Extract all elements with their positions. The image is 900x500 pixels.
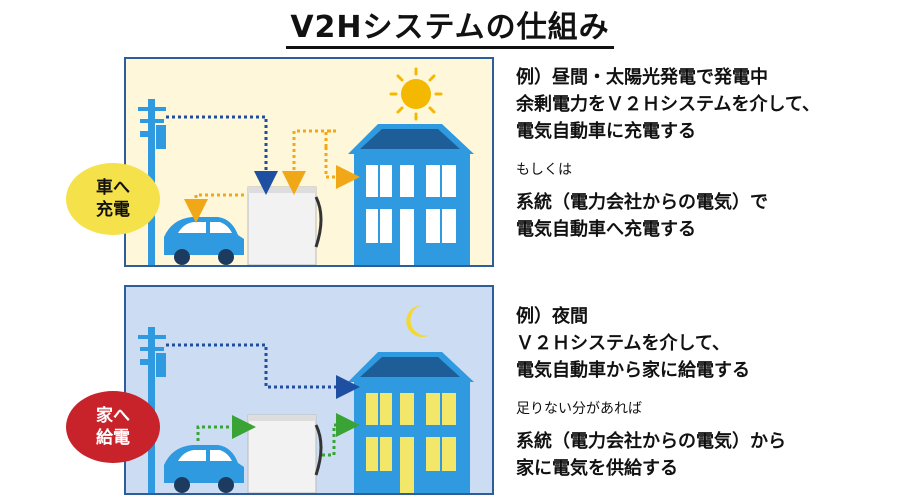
unit-to-car-arrow — [184, 193, 244, 223]
grid-to-house-arrow — [166, 343, 360, 399]
night-grid-description: 系統（電力会社からの電気）から 家に電気を供給する — [516, 431, 786, 479]
night-diagram-panel — [124, 285, 494, 495]
day-description: 例）昼間・太陽光発電で発電中 余剰電力をＶ２Ｈシステムを介して、 電気自動車に充… — [516, 67, 821, 142]
night-alternative-label: 足りない分があれば — [516, 401, 642, 417]
day-diagram-panel — [124, 57, 494, 267]
night-description: 例）夜間 Ｖ２Ｈシステムを介して、 電気自動車から家に給電する — [516, 306, 750, 381]
electric-car-icon — [164, 445, 244, 493]
page-title: V2Hシステムの仕組み — [0, 2, 900, 49]
grid-arrow — [166, 115, 278, 195]
moon-icon — [406, 305, 430, 337]
house-icon — [348, 124, 474, 265]
day-alternative-label: もしくは — [516, 162, 572, 178]
car-to-unit-arrow — [196, 415, 256, 441]
solar-to-house-arrow — [324, 147, 360, 189]
v2h-unit-icon — [247, 186, 323, 265]
solar-arrow — [324, 129, 336, 147]
sun-icon — [389, 67, 443, 121]
unit-to-house-arrow — [322, 413, 360, 457]
v2h-unit-icon — [247, 414, 323, 493]
day-grid-description: 系統（電力会社からの電気）で 電気自動車へ充電する — [516, 192, 768, 240]
electric-car-icon — [164, 217, 244, 265]
supply-home-badge: 家へ 給電 — [66, 391, 160, 463]
solar-to-unit-arrow — [282, 129, 336, 195]
charge-car-badge: 車へ 充電 — [66, 163, 160, 235]
house-icon — [348, 352, 474, 493]
